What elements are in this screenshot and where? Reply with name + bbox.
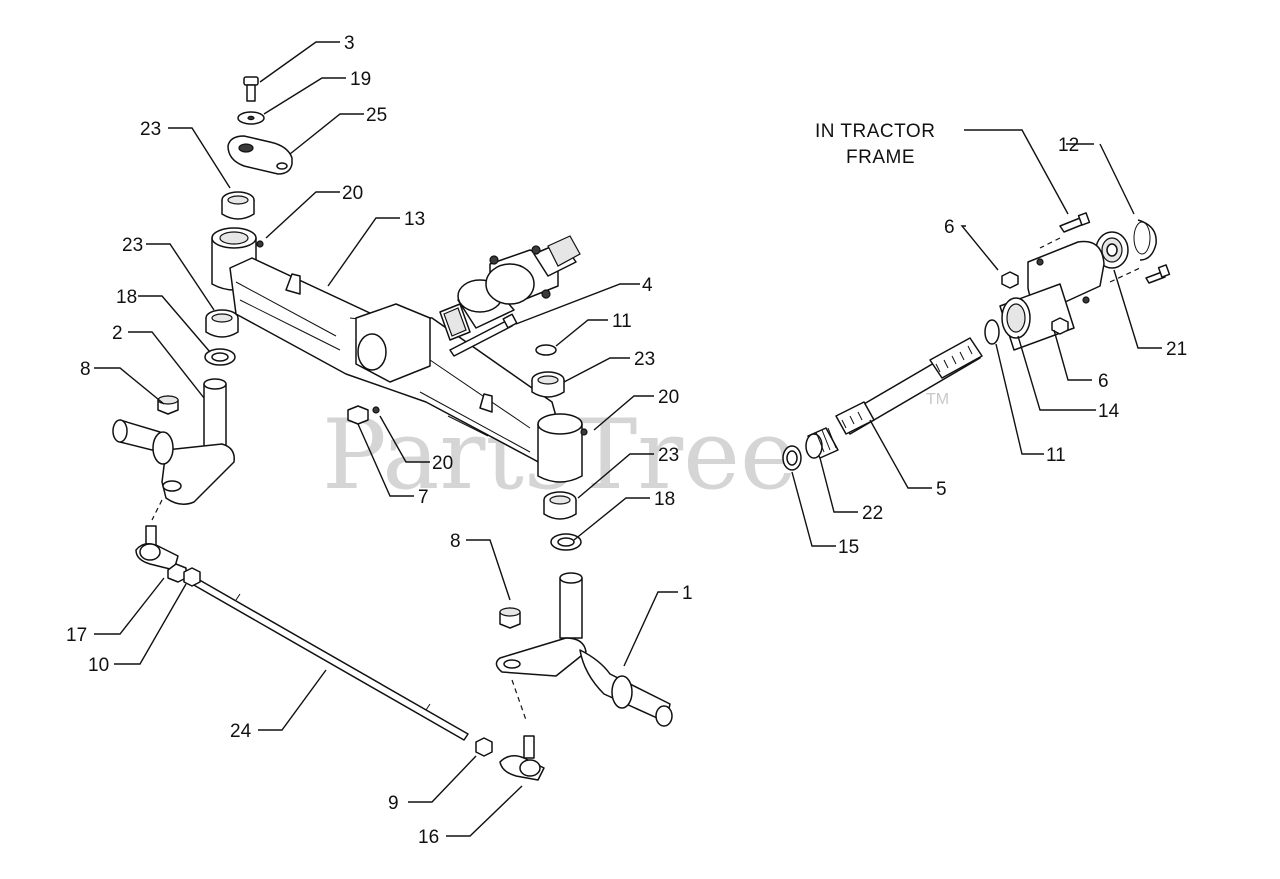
callout-21: 21 xyxy=(1166,339,1187,360)
callout-1: 1 xyxy=(682,583,693,604)
bushing-23-upper-right xyxy=(531,371,565,398)
retaining-ring-11-center xyxy=(535,344,557,356)
tie-rod-24 xyxy=(191,577,469,741)
callout-25: 25 xyxy=(366,105,387,126)
nut-6-upper xyxy=(1001,271,1019,289)
grease-fitting-20-bottom xyxy=(372,406,380,414)
frame-note: IN TRACTOR FRAME xyxy=(815,121,935,168)
lock-nut-8-left xyxy=(157,395,179,415)
bolt-in-frame xyxy=(1059,212,1091,233)
callout-17: 17 xyxy=(66,625,87,646)
steering-arm-25 xyxy=(227,135,293,175)
nut-7 xyxy=(347,405,369,425)
watermark-trademark: TM xyxy=(926,391,949,408)
callout-10: 10 xyxy=(88,655,109,676)
note-line-2: FRAME xyxy=(846,147,915,168)
callout-labels: 3 19 25 23 20 13 23 18 2 8 4 11 23 20 20… xyxy=(66,33,1187,848)
lock-nut-8-right xyxy=(499,607,521,629)
retaining-ring-12 xyxy=(1133,219,1157,261)
callout-24: 24 xyxy=(230,721,252,742)
callout-14: 14 xyxy=(1098,401,1120,422)
front-axle-13 xyxy=(211,227,567,467)
callout-11-a: 11 xyxy=(612,311,632,332)
callout-6-b: 6 xyxy=(1098,371,1109,392)
washer-15 xyxy=(782,445,802,471)
jam-nut-9 xyxy=(475,737,493,757)
jam-nut-10 xyxy=(167,563,201,587)
bushing-23-lower-left xyxy=(205,309,239,338)
callout-20-a: 20 xyxy=(342,183,363,204)
callout-2: 2 xyxy=(112,323,123,344)
callout-20-c: 20 xyxy=(432,453,453,474)
tie-rod-end-17 xyxy=(135,525,179,571)
bolt-3 xyxy=(243,76,259,102)
leader-lines xyxy=(94,41,1162,837)
bolt-right-lower xyxy=(1145,264,1171,284)
callout-23-b: 23 xyxy=(122,235,143,256)
bushing-23-upper-left xyxy=(221,191,255,220)
spindle-2-left xyxy=(112,378,235,505)
callout-23-c: 23 xyxy=(634,349,655,370)
washer-18-right xyxy=(550,533,582,551)
callout-11-b: 11 xyxy=(1046,445,1066,466)
callout-18-a: 18 xyxy=(116,287,137,308)
callout-12: 12 xyxy=(1058,135,1079,156)
tie-rod-end-16 xyxy=(499,735,545,781)
bolt-4 xyxy=(449,313,518,357)
callout-16: 16 xyxy=(418,827,439,848)
callout-18-b: 18 xyxy=(654,489,675,510)
spindle-1-right xyxy=(495,572,673,727)
callout-23-a: 23 xyxy=(140,119,161,140)
grease-fitting-20-right xyxy=(580,428,588,436)
callout-7: 7 xyxy=(418,487,429,508)
callout-3: 3 xyxy=(344,33,355,54)
callout-19: 19 xyxy=(350,69,371,90)
nut-6-lower xyxy=(1051,317,1069,335)
bearing-22 xyxy=(805,427,839,459)
callout-4: 4 xyxy=(642,275,653,296)
note-line-1: IN TRACTOR xyxy=(815,121,935,142)
callout-9: 9 xyxy=(388,793,399,814)
callout-13: 13 xyxy=(404,209,425,230)
callout-23-d: 23 xyxy=(658,445,679,466)
callout-15: 15 xyxy=(838,537,859,558)
housing-14 xyxy=(999,240,1105,351)
callout-8-b: 8 xyxy=(450,531,461,552)
callout-8-a: 8 xyxy=(80,359,91,380)
callout-5: 5 xyxy=(936,479,947,500)
callout-20-b: 20 xyxy=(658,387,679,408)
assembly-lines xyxy=(151,237,1141,721)
bushing-23-lower-right xyxy=(543,491,577,520)
axle-spindle-assembly xyxy=(439,235,581,341)
grease-fitting-20-left xyxy=(256,240,264,248)
washer-18-left xyxy=(204,348,236,366)
retaining-ring-11-shaft xyxy=(984,319,1000,345)
axle-boss-right xyxy=(537,413,583,483)
callout-6-a: 6 xyxy=(944,217,955,238)
callout-22: 22 xyxy=(862,503,883,524)
washer-19 xyxy=(237,111,265,125)
drive-shaft-5 xyxy=(835,337,983,435)
